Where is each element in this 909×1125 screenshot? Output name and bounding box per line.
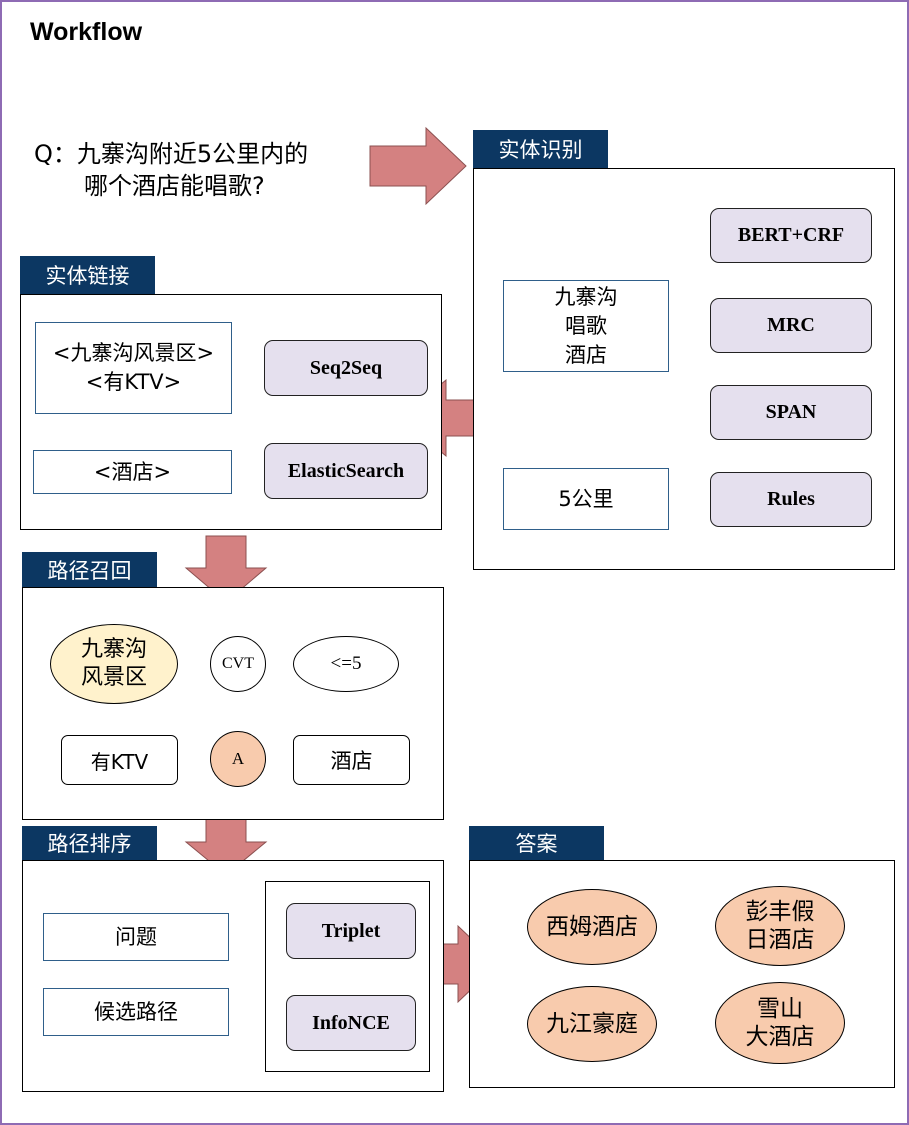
recall-start-node: 九寨沟 风景区 — [50, 624, 178, 704]
method-infonce: InfoNCE — [286, 995, 416, 1051]
recall-hotel-node: 酒店 — [293, 735, 410, 785]
ner-tab: 实体识别 — [473, 130, 608, 168]
ner-entities-box: 九寨沟 唱歌 酒店 — [503, 280, 669, 372]
linking-entity-box-1: <九寨沟风景区> <有KTV> — [35, 322, 232, 414]
answer-item-4-line-1: 雪山 — [757, 996, 803, 1022]
ner-entity-3: 酒店 — [565, 342, 607, 367]
page-title: Workflow — [30, 18, 143, 46]
ranking-tab: 路径排序 — [22, 826, 157, 860]
answer-panel — [469, 860, 895, 1088]
recall-start-line-2: 风景区 — [80, 665, 147, 690]
method-rules: Rules — [710, 472, 872, 527]
answer-item-3-line-1: 九江豪庭 — [546, 1011, 638, 1037]
question-text: Q：九寨沟附近5公里内的 哪个酒店能唱歌? — [34, 138, 308, 202]
ner-entity-2: 唱歌 — [565, 313, 607, 338]
recall-ktv-node: 有KTV — [61, 735, 178, 785]
method-bert-crf: BERT+CRF — [710, 208, 872, 263]
answer-item-4: 雪山 大酒店 — [715, 982, 845, 1064]
ranking-candidates-label: 候选路径 — [94, 999, 178, 1024]
recall-a-node: A — [210, 731, 266, 787]
linking-entity-hotel: <酒店> — [93, 459, 172, 484]
ner-distance-label: 5公里 — [558, 486, 614, 511]
linking-entity-box-2: <酒店> — [33, 450, 232, 494]
method-mrc: MRC — [710, 298, 872, 353]
answer-item-2-line-1: 彭丰假 — [745, 899, 815, 925]
recall-start-line-1: 九寨沟 — [80, 637, 147, 662]
ranking-question-box: 问题 — [43, 913, 229, 961]
answer-item-3: 九江豪庭 — [527, 986, 657, 1062]
recall-cvt-node: CVT — [210, 636, 266, 692]
recall-constraint-node: <=5 — [293, 636, 399, 692]
question-line-2: 哪个酒店能唱歌? — [84, 172, 265, 200]
answer-item-4-line-2: 大酒店 — [745, 1024, 815, 1050]
ner-entity-1: 九寨沟 — [554, 284, 618, 309]
ranking-question-label: 问题 — [115, 924, 157, 949]
linking-tab: 实体链接 — [20, 256, 155, 294]
linking-entity-scenic: <九寨沟风景区> — [52, 341, 215, 365]
answer-item-1-line-1: 西姆酒店 — [546, 914, 638, 940]
ner-distance-box: 5公里 — [503, 468, 669, 530]
arrow-linking-to-recall — [184, 535, 268, 603]
method-span: SPAN — [710, 385, 872, 440]
method-elasticsearch: ElasticSearch — [264, 443, 428, 499]
question-line-1: Q：九寨沟附近5公里内的 — [34, 140, 309, 168]
ranking-candidates-box: 候选路径 — [43, 988, 229, 1036]
answer-item-1: 西姆酒店 — [527, 889, 657, 965]
linking-entity-ktv: <有KTV> — [85, 370, 182, 394]
recall-tab: 路径召回 — [22, 552, 157, 587]
answer-tab: 答案 — [469, 826, 604, 860]
answer-item-2: 彭丰假 日酒店 — [715, 886, 845, 966]
method-seq2seq: Seq2Seq — [264, 340, 428, 396]
arrow-question-to-ner — [369, 126, 467, 206]
answer-item-2-line-2: 日酒店 — [745, 927, 815, 953]
method-triplet: Triplet — [286, 903, 416, 959]
